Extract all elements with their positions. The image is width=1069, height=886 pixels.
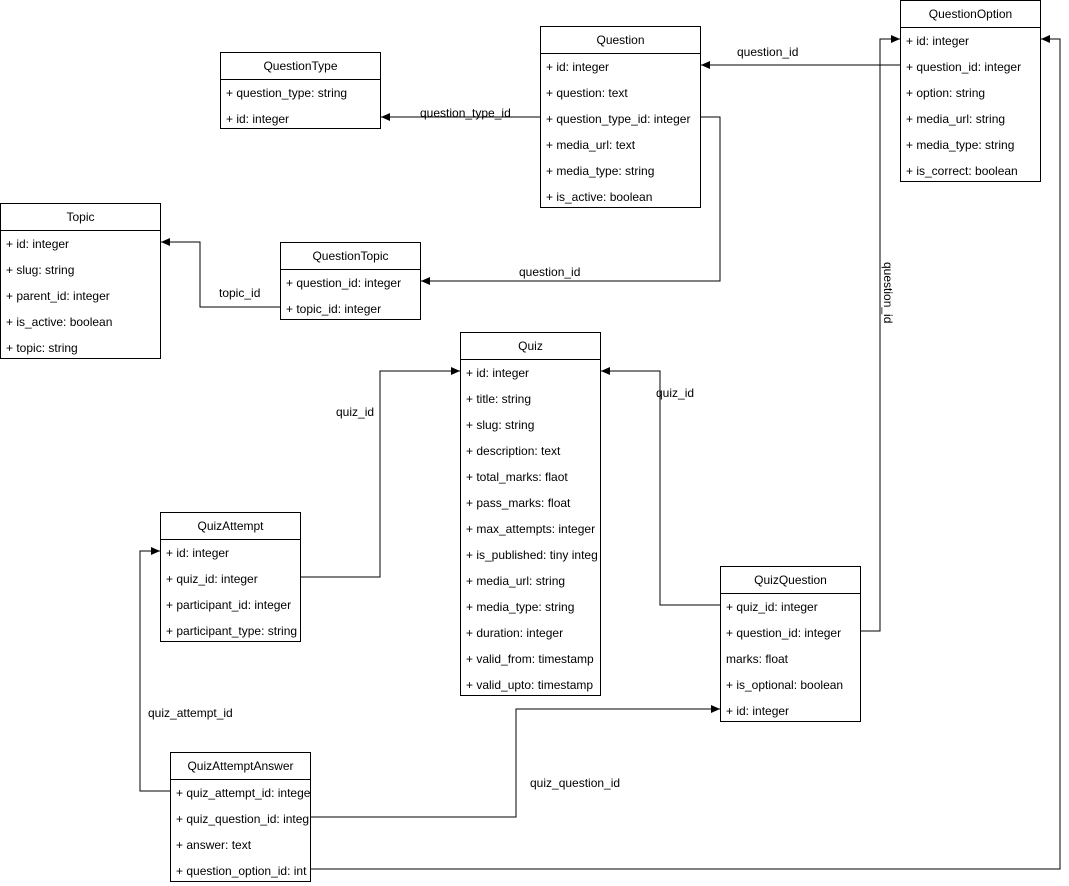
relation-label: question_id [737,45,798,59]
entity-field: + max_attempts: integer [466,522,596,536]
entity-field: + answer: text [176,838,252,852]
entity-field: + valid_upto: timestamp [466,678,594,692]
entity-question[interactable]: Question + id: integer + question: text + q… [540,26,701,208]
entity-quiz[interactable]: Quiz + id: integer + title: string + slug: … [460,332,601,696]
relation-line-attempt-to-quiz [301,367,460,578]
entity-field: + description: text [466,444,561,458]
entity-title: Quiz [461,333,600,360]
entity-title: QuestionTopic [281,243,420,270]
entity-field: + media_type: string [466,600,575,614]
entity-field: + is_active: boolean [546,190,653,204]
entity-field: + parent_id: integer [6,289,110,303]
entity-field: + participant_id: integer [166,598,292,612]
entity-field: + question_type: string [226,86,348,100]
entity-field: marks: float [726,652,789,666]
entity-field: + option: string [906,86,986,100]
entity-field: + id: integer [906,34,970,48]
relation-label: question_id [881,262,895,323]
relation-line-quizquestion-to-option [861,35,900,632]
entity-field: + question: text [546,86,628,100]
entity-quiz-attempt[interactable]: QuizAttempt + id: integer + quiz_id: integ… [160,512,301,642]
entity-title: Question [541,27,700,54]
entity-title: QuestionOption [901,1,1040,28]
entity-title: QuizAttempt [161,513,300,540]
entity-field: + id: integer [546,60,610,74]
relation-line-answer-to-option [311,35,1061,870]
entity-field: + id: integer [166,546,230,560]
entity-title: Topic [1,204,160,231]
entity-question-type[interactable]: QuestionType + question_type: string + id:… [220,52,381,129]
entity-field: + quiz_attempt_id: intege [176,786,310,800]
entity-field: + id: integer [466,366,530,380]
entity-quiz-question[interactable]: QuizQuestion + quiz_id: integer + question… [720,566,861,722]
relation-label: topic_id [219,286,260,300]
relation-line-topiclink-to-topic [161,238,280,308]
entity-field: + quiz_id: integer [166,572,258,586]
entity-field: + id: integer [6,237,70,251]
relation-line-question-to-topiclink [421,116,721,285]
entity-field: + media_url: text [546,138,636,152]
entity-field: + question_type_id: integer [546,112,691,126]
entity-field: + duration: integer [466,626,564,640]
relation-line-answer-to-quizquestion [311,705,720,818]
entity-title: QuizQuestion [721,567,860,594]
entity-field: + question_option_id: int [176,864,307,878]
entity-field: + media_url: string [466,574,566,588]
entity-field: + slug: string [6,263,75,277]
entity-topic[interactable]: Topic + id: integer + slug: string + parent… [0,203,161,359]
entity-field: + title: string [466,392,532,406]
entity-field: + id: integer [226,112,290,126]
entity-quiz-attempt-answer[interactable]: QuizAttemptAnswer + quiz_attempt_id: inte… [170,752,311,882]
entity-field: + is_published: tiny integ [466,548,598,562]
entity-field: + is_optional: boolean [726,678,844,692]
relation-label: question_id [519,265,580,279]
entity-field: + question_id: integer [906,60,1022,74]
entity-field: + is_correct: boolean [906,164,1018,178]
entity-field: + slug: string [466,418,535,432]
entity-title: QuestionType [221,53,380,80]
entity-field: + question_id: integer [726,626,842,640]
entity-field: + media_url: string [906,112,1006,126]
relation-label: quiz_attempt_id [148,706,233,720]
entity-field: + is_active: boolean [6,315,113,329]
relation-label: quiz_question_id [530,776,620,790]
entity-field: + total_marks: flaot [466,470,568,484]
entity-question-option[interactable]: QuestionOption + id: integer + question_id… [900,0,1041,182]
relation-label: question_type_id [420,106,511,120]
entity-field: + topic: string [6,341,78,355]
entity-field: + participant_type: string [166,624,298,638]
relation-line-quizquestion-to-quiz [601,367,720,606]
entity-field: + valid_from: timestamp [466,652,594,666]
entity-field: + id: integer [726,704,790,718]
relation-label: quiz_id [336,405,374,419]
entity-field: + quiz_id: integer [726,600,818,614]
entity-field: + question_id: integer [286,276,402,290]
entity-field: + media_type: string [546,164,655,178]
entity-field: + media_type: string [906,138,1015,152]
entity-field: + quiz_question_id: integ [176,812,310,826]
relation-line-answer-to-attempt [139,547,170,792]
entity-field: + pass_marks: float [466,496,571,510]
entity-field: + topic_id: integer [286,302,382,316]
relation-label: quiz_id [656,386,694,400]
entity-question-topic[interactable]: QuestionTopic + question_id: integer + top… [280,242,421,320]
entity-title: QuizAttemptAnswer [171,753,310,780]
